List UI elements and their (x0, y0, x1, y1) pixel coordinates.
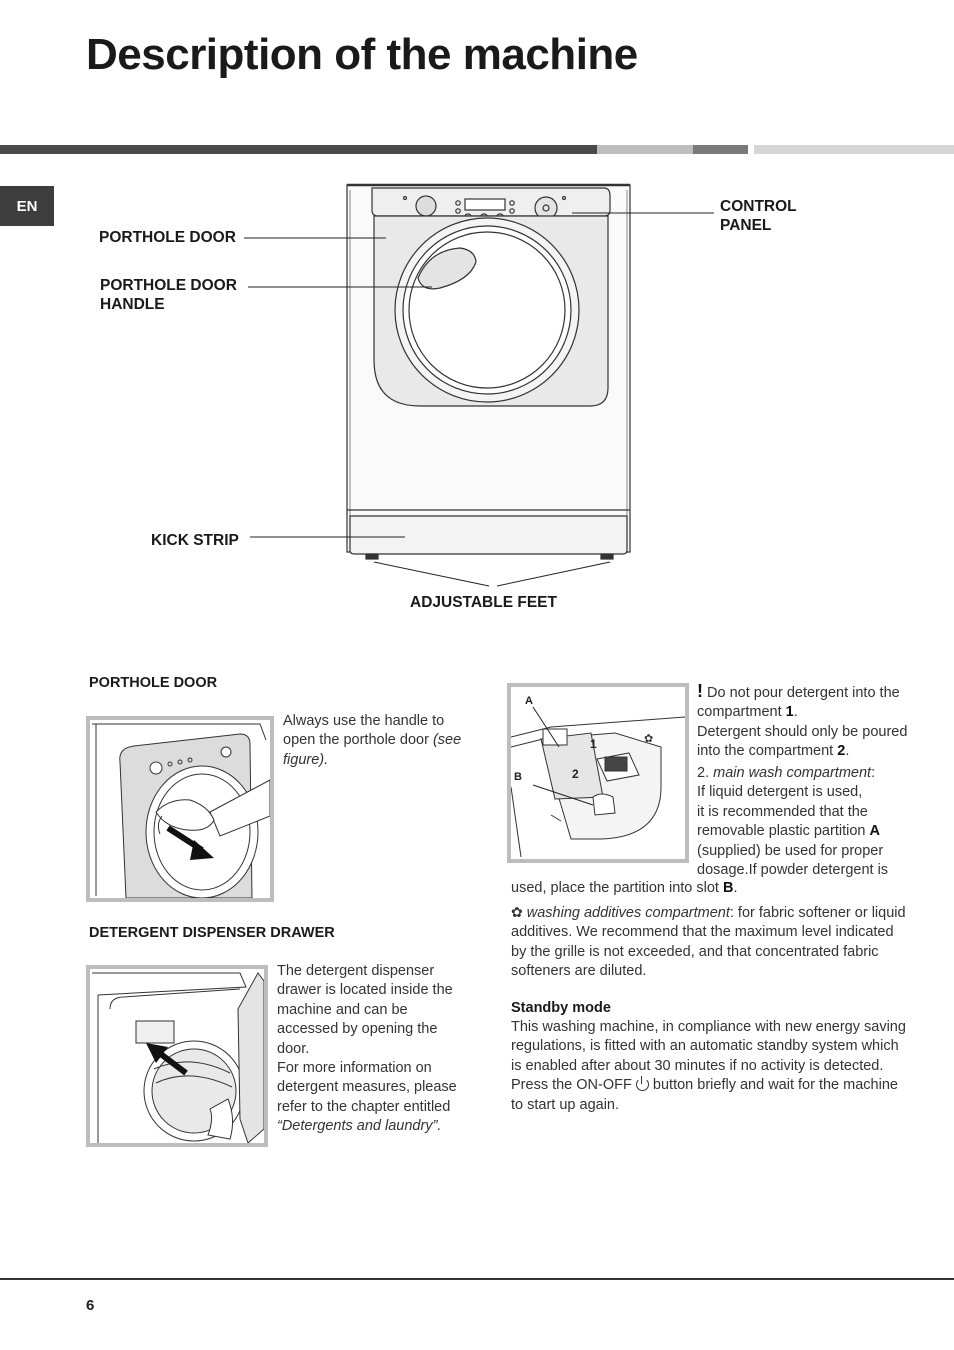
porthole-text-em: (see figure). (283, 732, 462, 768)
standby-heading: Standby mode (511, 1000, 611, 1016)
drawer-text-em: “Detergents and laundry”. (277, 1118, 442, 1135)
warn-compartment-2: 2 (837, 743, 846, 760)
warn-punct: . (845, 743, 850, 760)
callout-control-panel: CONTROL PANEL (720, 197, 797, 235)
dispenser-illustration: ✿ (507, 683, 689, 863)
standby-text-1: This washing machine, in compliance with… (511, 1019, 906, 1094)
drawer-text-1: The detergent dispenser drawer is locate… (277, 963, 453, 1057)
callout-kick-strip: KICK STRIP (151, 532, 239, 549)
main-wash-num: 2. (697, 765, 714, 781)
washing-machine-diagram (244, 183, 714, 587)
callout-porthole-door-handle: PORTHOLE DOOR HANDLE (100, 276, 237, 314)
figure-label-2: 2 (572, 767, 579, 781)
page-number: 6 (86, 1297, 95, 1314)
callout-line-1: PORTHOLE DOOR (100, 277, 237, 294)
main-wash-text-cont: used, place the partition into slot B. (511, 880, 738, 896)
figure-label-a: A (525, 695, 533, 707)
drawer-text-2: For more information on detergent measur… (277, 1060, 457, 1115)
standby-text: This washing machine, in compliance with… (511, 1018, 911, 1115)
footer-rule (0, 1278, 954, 1280)
warn-punct: . (793, 704, 798, 721)
standby-text-2: button briefly and wait for the machine … (511, 1077, 898, 1113)
warn-text-2: Detergent should only be poured into the… (697, 723, 908, 760)
power-icon (635, 1076, 649, 1092)
warning-mark: ! (697, 681, 703, 701)
dispenser-warning-text: ! Do not pour detergent into the compart… (697, 681, 909, 762)
porthole-door-heading: PORTHOLE DOOR (89, 675, 218, 691)
page-title: Description of the machine (86, 30, 638, 79)
drawer-illustration (86, 965, 268, 1147)
porthole-door-text: Always use the handle to open the portho… (283, 712, 473, 770)
drawer-text: The detergent dispenser drawer is locate… (277, 962, 467, 1137)
callout-porthole-door: PORTHOLE DOOR (99, 229, 236, 246)
slot-b: B (723, 880, 734, 896)
callout-line-2: HANDLE (100, 296, 165, 313)
figure-label-b: B (514, 771, 522, 783)
figure-label-1: 1 (590, 737, 597, 751)
main-wash-label: main wash compartment (713, 765, 872, 781)
partition-a: A (869, 823, 880, 840)
main-wash-punct: . (733, 880, 738, 896)
drawer-heading: DETERGENT DISPENSER DRAWER (89, 925, 335, 941)
additives-desc: : for fabric softener or liquid additive… (511, 905, 906, 980)
additives-label: washing additives compartment (526, 905, 730, 921)
callout-adjustable-feet: ADJUSTABLE FEET (410, 594, 557, 611)
additives-text: ✿ washing additives compartment: for fab… (511, 903, 906, 982)
flower-icon: ✿ (511, 904, 523, 920)
callout-line-2: PANEL (720, 217, 772, 234)
svg-text:✿: ✿ (644, 733, 653, 745)
callout-line-1: CONTROL (720, 198, 797, 215)
main-wash-text: 2. main wash compartment:If liquid deter… (697, 765, 889, 879)
porthole-text: Always use the handle to open the portho… (283, 713, 445, 749)
warn-text-1: Do not pour detergent into the compartme… (697, 685, 900, 721)
warn-compartment-1: 1 (785, 704, 794, 721)
language-tab: EN (0, 186, 54, 226)
porthole-door-illustration (86, 716, 274, 902)
